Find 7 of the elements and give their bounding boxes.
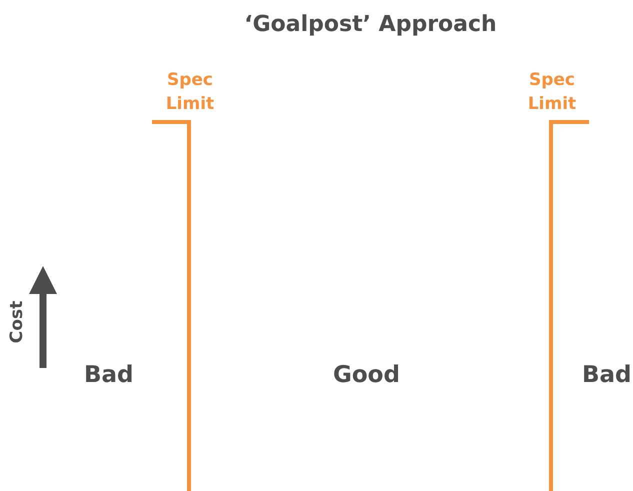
- region-label: Bad: [582, 362, 632, 388]
- title: ‘Goalpost’ Approach: [243, 12, 498, 37]
- axis-label: Cost: [7, 300, 28, 344]
- spec-limit-label: Spec Limit: [526, 69, 578, 116]
- spec-limit-label: Spec Limit: [164, 69, 216, 116]
- region-label: Bad: [84, 362, 134, 388]
- region-label: Good: [333, 362, 400, 388]
